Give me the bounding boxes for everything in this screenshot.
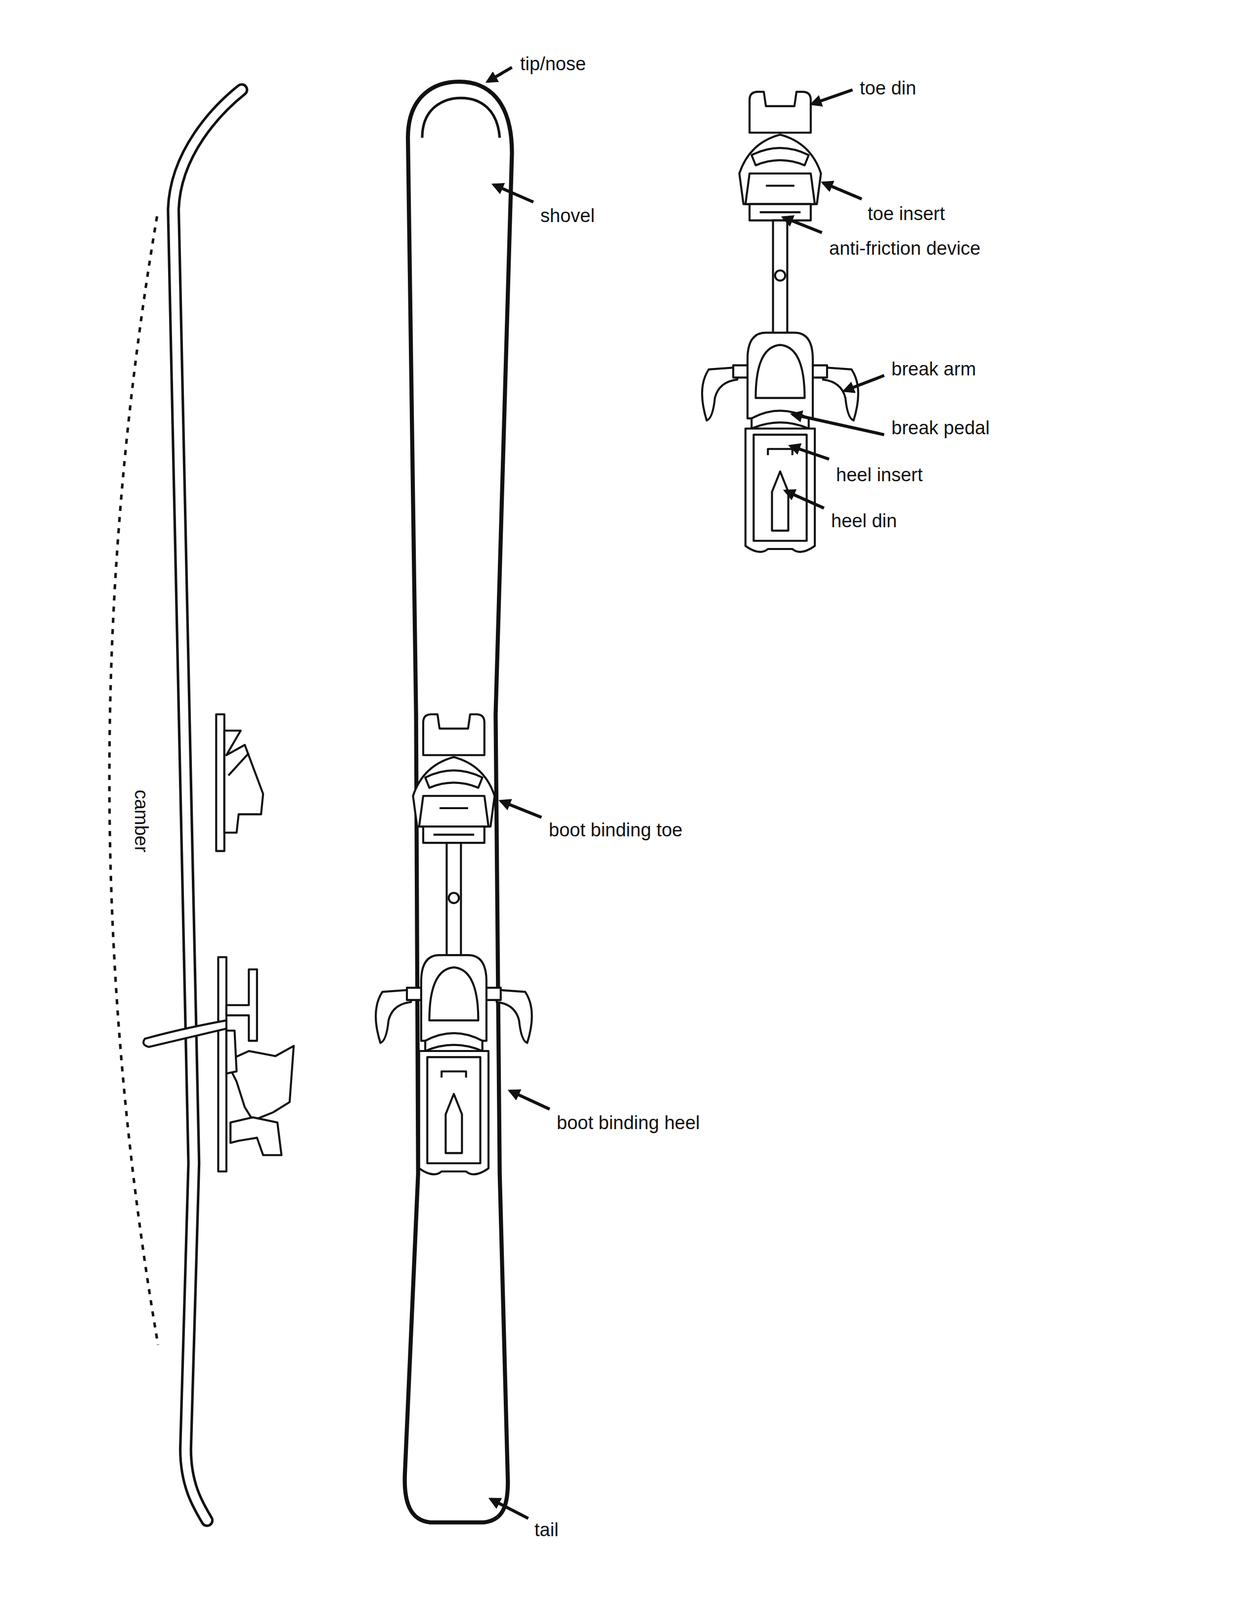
part-label: boot binding toe (548, 819, 683, 841)
part-label: camber (130, 789, 152, 853)
part-label: toe din (859, 78, 917, 99)
part-label: heel insert (836, 464, 923, 486)
part-label: boot binding heel (556, 1112, 700, 1134)
part-label: break arm (891, 358, 976, 380)
part-label: shovel (540, 205, 595, 227)
part-label: toe insert (867, 203, 945, 225)
part-label: heel din (831, 510, 897, 532)
part-label: tail (534, 1519, 559, 1541)
part-label: anti-friction device (829, 238, 981, 260)
part-label: tip/nose (520, 53, 586, 75)
part-label: break pedal (891, 417, 990, 439)
